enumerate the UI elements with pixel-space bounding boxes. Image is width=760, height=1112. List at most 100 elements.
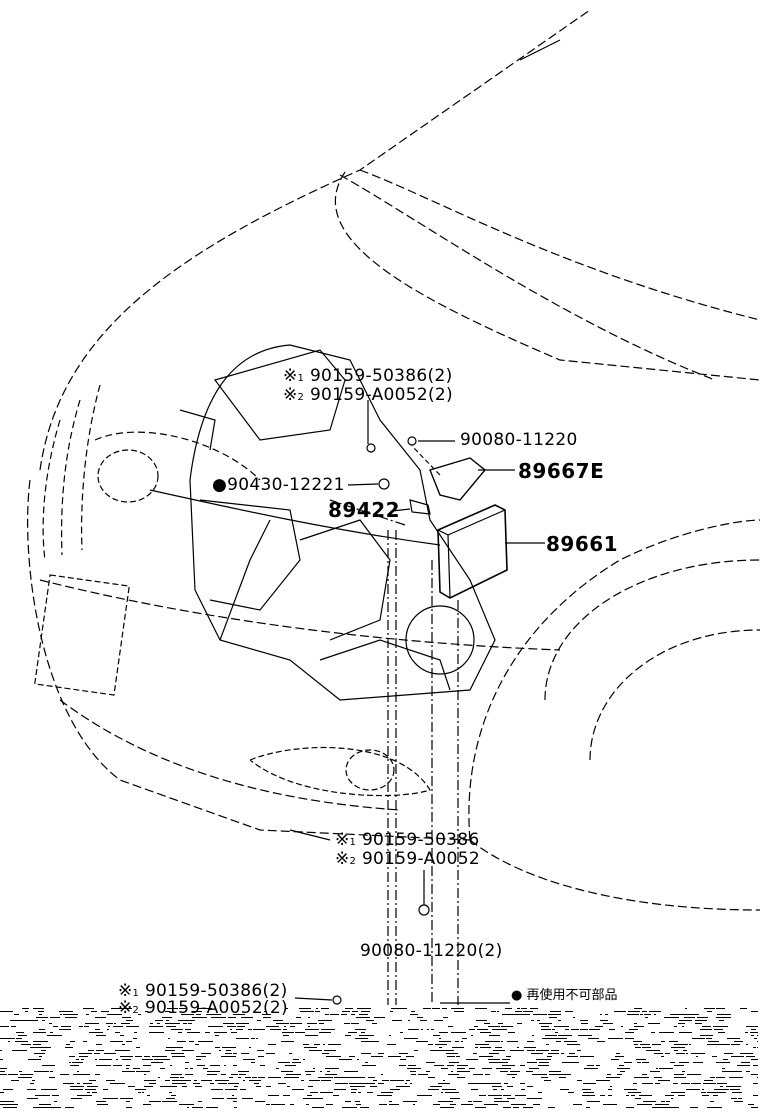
noise-speck xyxy=(392,1020,402,1021)
noise-speck xyxy=(565,1011,573,1012)
noise-speck xyxy=(439,1032,448,1033)
noise-speck xyxy=(89,1032,103,1033)
noise-speck xyxy=(88,1074,90,1075)
noise-speck xyxy=(211,1017,226,1018)
noise-speck xyxy=(406,1056,414,1057)
noise-speck xyxy=(521,1008,527,1009)
noise-speck xyxy=(503,1107,511,1108)
noise-speck xyxy=(532,1074,547,1075)
noise-speck xyxy=(652,1107,667,1108)
noise-speck xyxy=(479,1095,486,1096)
noise-speck xyxy=(266,1026,279,1027)
leader-sensor xyxy=(391,508,411,512)
noise-speck xyxy=(221,1074,226,1075)
noise-speck xyxy=(355,1029,366,1030)
noise-speck xyxy=(187,1032,200,1033)
noise-speck xyxy=(492,1086,502,1087)
noise-speck xyxy=(600,1095,605,1096)
noise-speck xyxy=(450,1098,460,1099)
noise-speck xyxy=(245,1077,251,1078)
noise-speck xyxy=(351,1023,359,1024)
noise-speck xyxy=(126,1026,139,1027)
ref-number: 2 xyxy=(349,856,357,867)
noise-speck xyxy=(233,1101,237,1102)
noise-speck xyxy=(345,1035,351,1036)
noise-speck xyxy=(30,1047,36,1048)
noise-speck xyxy=(144,1086,153,1087)
noise-speck xyxy=(681,1083,690,1084)
noise-speck xyxy=(206,1014,221,1015)
noise-speck xyxy=(533,1104,540,1105)
noise-speck xyxy=(617,1068,630,1069)
noise-speck xyxy=(372,1023,377,1024)
noise-speck xyxy=(480,1047,491,1048)
noise-speck xyxy=(679,1062,689,1063)
noise-speck xyxy=(194,1080,197,1081)
noise-speck xyxy=(312,1107,324,1108)
noise-speck xyxy=(185,1068,188,1069)
noise-speck xyxy=(142,1059,153,1060)
noise-speck xyxy=(468,1101,472,1102)
noise-speck xyxy=(457,1065,468,1066)
noise-speck xyxy=(120,1098,133,1099)
noise-speck xyxy=(74,1017,77,1018)
guide-6 xyxy=(411,445,441,476)
noise-speck xyxy=(704,1080,713,1081)
noise-speck xyxy=(239,1074,246,1075)
noise-speck xyxy=(243,1059,255,1060)
noise-speck xyxy=(466,1059,478,1060)
noise-speck xyxy=(668,1080,670,1081)
noise-speck xyxy=(448,1074,459,1075)
noise-speck xyxy=(526,1071,533,1072)
noise-speck xyxy=(389,1035,391,1036)
noise-speck xyxy=(541,1077,548,1078)
noise-speck xyxy=(371,1056,383,1057)
noise-speck xyxy=(457,1068,465,1069)
noise-speck xyxy=(0,1104,4,1105)
noise-speck xyxy=(283,1035,289,1036)
callout-bolt-bottom: 90080-11220(2) xyxy=(360,941,503,961)
noise-speck xyxy=(538,1092,542,1093)
noise-speck xyxy=(724,1053,733,1054)
callout-top-s2: ※2 90159-A0052(2) xyxy=(283,387,453,404)
noise-speck xyxy=(230,1029,232,1030)
noise-speck xyxy=(49,1023,52,1024)
noise-speck xyxy=(637,1062,641,1063)
noise-speck xyxy=(120,1008,132,1009)
noise-speck xyxy=(754,1038,757,1039)
noise-speck xyxy=(237,1026,245,1027)
noise-speck xyxy=(308,1017,310,1018)
noise-speck xyxy=(714,1089,729,1090)
noise-speck xyxy=(447,1065,454,1066)
noise-speck xyxy=(361,1041,373,1042)
noise-speck xyxy=(434,1065,444,1066)
noise-speck xyxy=(355,1038,368,1039)
noise-speck xyxy=(178,1020,184,1021)
noise-speck xyxy=(306,1104,309,1105)
noise-speck xyxy=(226,1050,231,1051)
noise-speck xyxy=(166,1020,169,1021)
noise-speck xyxy=(135,1089,146,1090)
noise-speck xyxy=(431,1029,434,1030)
noise-speck xyxy=(583,1092,594,1093)
noise-speck xyxy=(305,1029,319,1030)
noise-speck xyxy=(14,1014,19,1015)
noise-speck xyxy=(674,1074,684,1075)
noise-speck xyxy=(236,1029,243,1030)
noise-speck xyxy=(160,1086,172,1087)
noise-speck xyxy=(732,1092,742,1093)
noise-speck xyxy=(87,1086,98,1087)
noise-speck xyxy=(166,1026,176,1027)
noise-speck xyxy=(696,1056,698,1057)
noise-speck xyxy=(88,1050,94,1051)
noise-speck xyxy=(268,1095,279,1096)
noise-speck xyxy=(287,1086,290,1087)
noise-speck xyxy=(177,1041,186,1042)
noise-speck xyxy=(520,1083,525,1084)
noise-speck xyxy=(262,1101,265,1102)
bolt-d xyxy=(418,904,430,916)
noise-speck xyxy=(679,1020,692,1021)
noise-speck xyxy=(684,1017,686,1018)
noise-speck xyxy=(43,1089,57,1090)
noise-speck xyxy=(587,1101,600,1102)
